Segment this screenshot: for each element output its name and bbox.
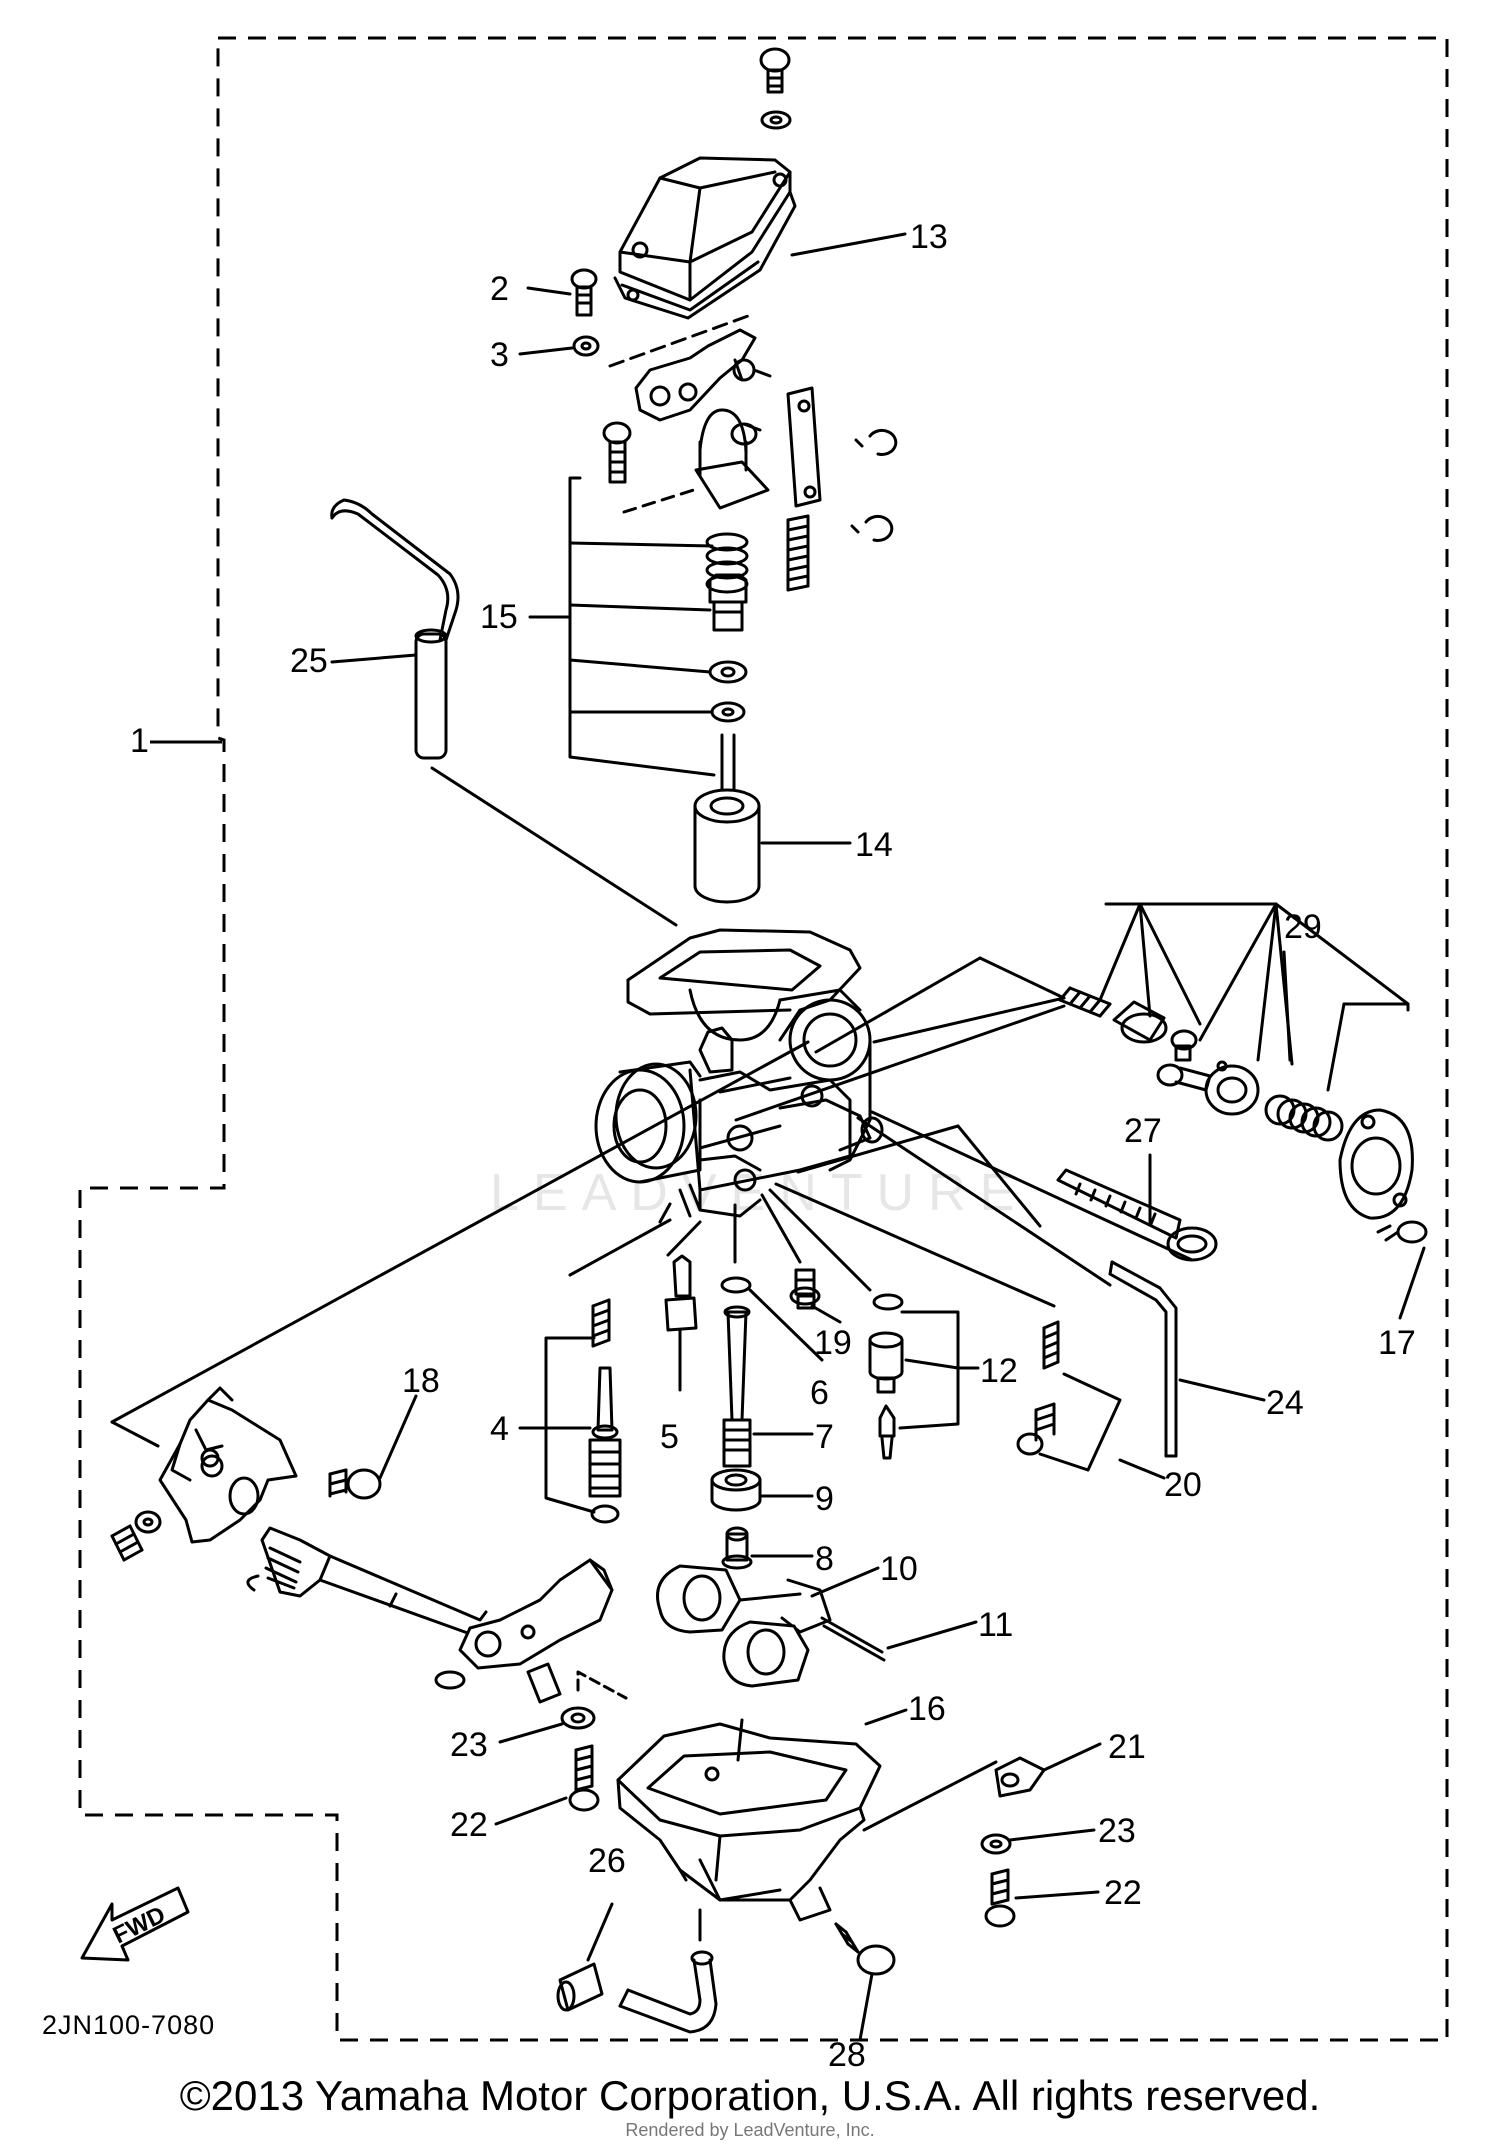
screw-18-icon [328, 1468, 382, 1500]
linkage-plate-icon [634, 328, 772, 422]
small-screw-right-icon [1170, 1029, 1198, 1062]
o-ring-4-icon [590, 1504, 620, 1524]
throttle-lever-plate-icon [158, 1386, 298, 1544]
callout-21: 21 [1108, 1728, 1146, 1766]
drain-screw-28-icon [834, 1922, 896, 1976]
collar-left-icon [526, 1662, 562, 1704]
main-jet-icon [721, 1526, 753, 1570]
callout-13: 13 [910, 218, 948, 256]
slow-jet-icon [664, 1254, 698, 1332]
assembly-boundary [78, 36, 1449, 2042]
throttle-stop-screw-icon [1056, 1168, 1218, 1262]
top-cover-icon [613, 156, 797, 320]
needle-screw-icon [602, 421, 632, 484]
throttle-valve-icon [693, 788, 761, 904]
callout-26: 26 [588, 1842, 626, 1880]
washer-23-right-icon [980, 1833, 1012, 1855]
callout-10: 10 [880, 1550, 918, 1588]
small-nut-left-icon [200, 1448, 220, 1468]
callout-8: 8 [815, 1540, 834, 1578]
callout-2: 2 [490, 270, 509, 308]
e-clip-bottom-icon [850, 515, 894, 542]
valve-seat-icon [868, 1331, 904, 1394]
o-ring-12-icon [872, 1293, 904, 1311]
washer-3-icon [572, 335, 600, 357]
needle-clip-icon [708, 660, 748, 684]
top-screw-icon [759, 47, 792, 130]
overflow-tube-icon [1108, 1260, 1178, 1458]
pump-spring-icon [1264, 1094, 1344, 1142]
pilot-screw-4-icon [588, 1366, 622, 1498]
spring-right-small-icon [1058, 986, 1112, 1018]
callout-27: 27 [1124, 1112, 1162, 1150]
air-screw-cap-icon [1112, 1000, 1168, 1044]
link-bar-icon [786, 386, 822, 508]
callout-9: 9 [815, 1480, 834, 1518]
pilot-screw-icon [1156, 1063, 1212, 1092]
spring-20-icon [1042, 1320, 1060, 1370]
screw-22-right-icon [984, 1868, 1016, 1928]
needle-spring-icon [705, 532, 749, 594]
throttle-arm-icon [694, 408, 770, 510]
callout-19: 19 [814, 1324, 852, 1362]
screw-22-left-icon [568, 1744, 600, 1812]
drain-hose-icon [618, 1950, 718, 2034]
callout-28: 28 [828, 2036, 866, 2074]
jet-needle-icon [720, 733, 736, 792]
cover-screw-17-icon [1376, 1220, 1428, 1244]
o-ring-6-icon [720, 1276, 752, 1294]
callout-6: 6 [810, 1374, 829, 1412]
throttle-shaft-icon [246, 1526, 614, 1690]
callout-15: 15 [480, 598, 518, 636]
callout-22-right: 22 [1104, 1874, 1142, 1912]
accel-pump-diaphragm-icon [1204, 1060, 1260, 1116]
callout-24: 24 [1266, 1384, 1304, 1422]
needle-valve-icon [878, 1404, 896, 1460]
washer-23-left-icon [560, 1706, 596, 1730]
float-pin-icon [820, 1616, 886, 1662]
rendered-by-note: Rendered by LeadVenture, Inc. [625, 2120, 875, 2140]
callout-14: 14 [855, 826, 893, 864]
callout-16: 16 [908, 1690, 946, 1728]
callout-11: 11 [978, 1606, 1013, 1644]
callout-29: 29 [1284, 908, 1322, 946]
vent-hose-icon [330, 498, 460, 760]
small-spring-left-icon [110, 1524, 144, 1562]
needle-holder-icon [708, 573, 748, 632]
callout-5: 5 [660, 1418, 679, 1456]
washer-left-icon [134, 1510, 162, 1534]
screw-19-icon [789, 1268, 821, 1310]
callout-23-right: 23 [1098, 1812, 1136, 1850]
fwd-arrow-icon: FWD [80, 1886, 190, 1962]
callout-18: 18 [402, 1362, 440, 1400]
callout-3: 3 [490, 336, 509, 374]
drawing-code: 2JN100-7080 [42, 2010, 215, 2040]
bracket-21-icon [994, 1756, 1046, 1798]
callout-12: 12 [980, 1352, 1018, 1390]
callout-17: 17 [1378, 1324, 1416, 1362]
callout-1: 1 [130, 722, 149, 760]
callout-4: 4 [490, 1410, 509, 1448]
needle-washer-icon [710, 701, 746, 723]
float-bowl-icon [616, 1718, 882, 1942]
needle-jet-icon [722, 1305, 752, 1468]
float-icon [656, 1564, 832, 1688]
e-clip-top-icon [854, 429, 898, 456]
callout-25: 25 [290, 642, 328, 680]
spring-4-icon [591, 1298, 611, 1348]
pump-cover-icon [1338, 1108, 1414, 1220]
callout-20: 20 [1164, 1466, 1202, 1504]
link-spring-icon [786, 514, 810, 592]
screw-2-icon [570, 268, 598, 317]
copyright-notice: ©2013 Yamaha Motor Corporation, U.S.A. A… [179, 2072, 1321, 2119]
callout-23-left: 23 [450, 1726, 488, 1764]
callout-7: 7 [815, 1418, 834, 1456]
jet-holder-9-icon [710, 1468, 762, 1512]
callout-22-left: 22 [450, 1806, 488, 1844]
drain-tube-icon [556, 1962, 604, 2012]
screw-20-icon [1016, 1402, 1056, 1456]
